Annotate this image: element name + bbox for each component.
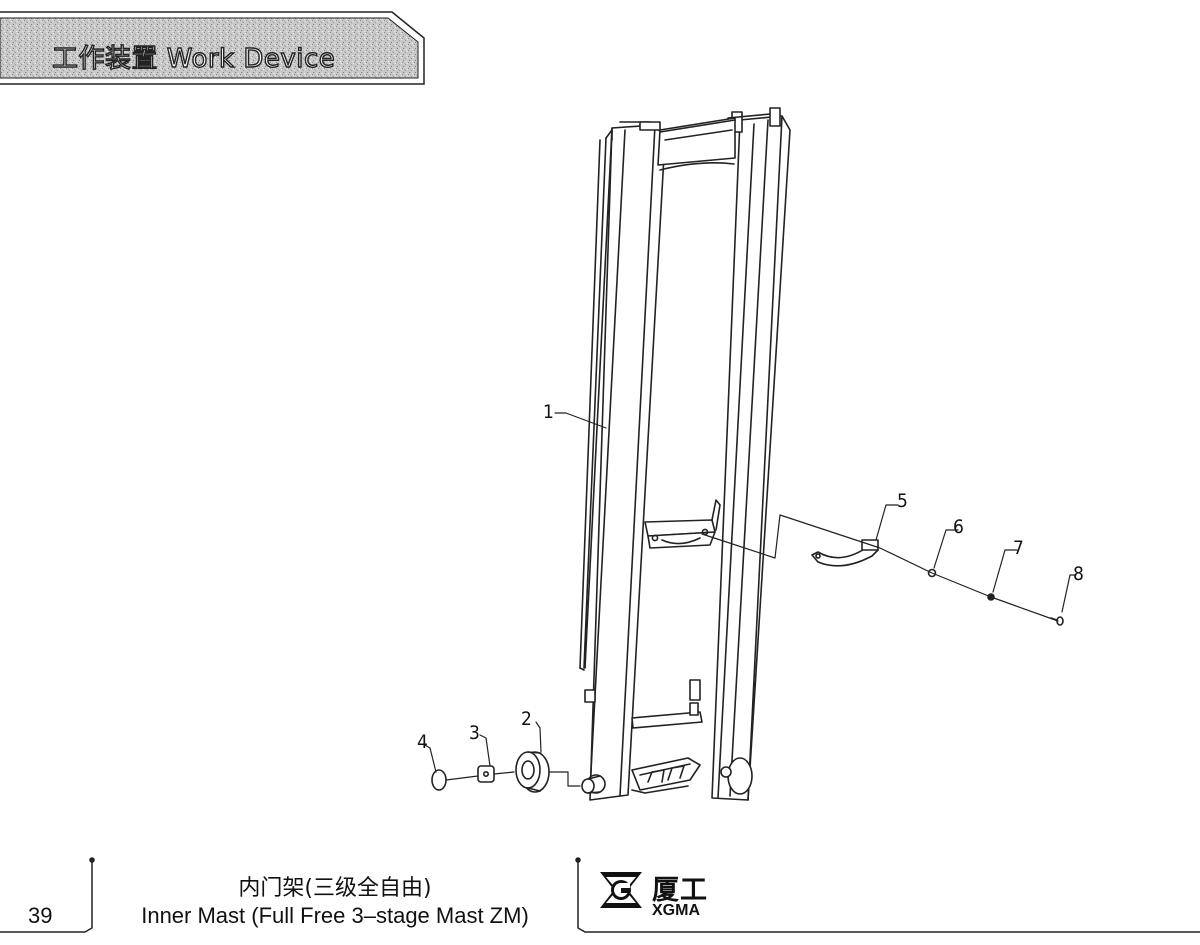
header-tab-frame (0, 11, 425, 85)
assembly-axis-left-2 (493, 771, 515, 775)
middle-crossmember (644, 499, 721, 549)
section-header: 工作装置 Work Device (0, 8, 432, 86)
inner-mast-left-channel (579, 121, 666, 801)
brand-name-en: XGMA (652, 902, 700, 919)
callout-1: 1 (543, 401, 554, 423)
xgma-logo-icon (600, 872, 642, 908)
figure-title-cn: 内门架(三级全自由) (238, 876, 432, 901)
roller-shaft (581, 774, 606, 794)
bottom-cylinder-seat (631, 757, 701, 794)
top-crossbar (639, 117, 736, 171)
page-number: 39 (28, 903, 53, 928)
inner-mast-right-channel (711, 107, 791, 801)
callout-8: 8 (1073, 563, 1084, 585)
callout-7: 7 (1013, 537, 1024, 559)
callout-2: 2 (521, 708, 532, 730)
brand-name-cn: 厦工 (652, 875, 708, 906)
callout-5: 5 (897, 490, 908, 512)
callout-6: 6 (953, 516, 964, 538)
assembly-axis-right (701, 514, 1059, 622)
leader-lines (424, 412, 1077, 773)
callout-4: 4 (417, 731, 428, 753)
mast-bottom-roller (720, 757, 753, 795)
figure-title-en: Inner Mast (Full Free 3–stage Mast ZM) (141, 903, 529, 928)
assembly-axis-left-3 (548, 771, 581, 787)
lower-crossbar (584, 679, 703, 729)
page-title: 工作装置 Work Device (51, 43, 336, 74)
callout-3: 3 (469, 722, 480, 744)
assembly-axis-left (445, 775, 479, 781)
